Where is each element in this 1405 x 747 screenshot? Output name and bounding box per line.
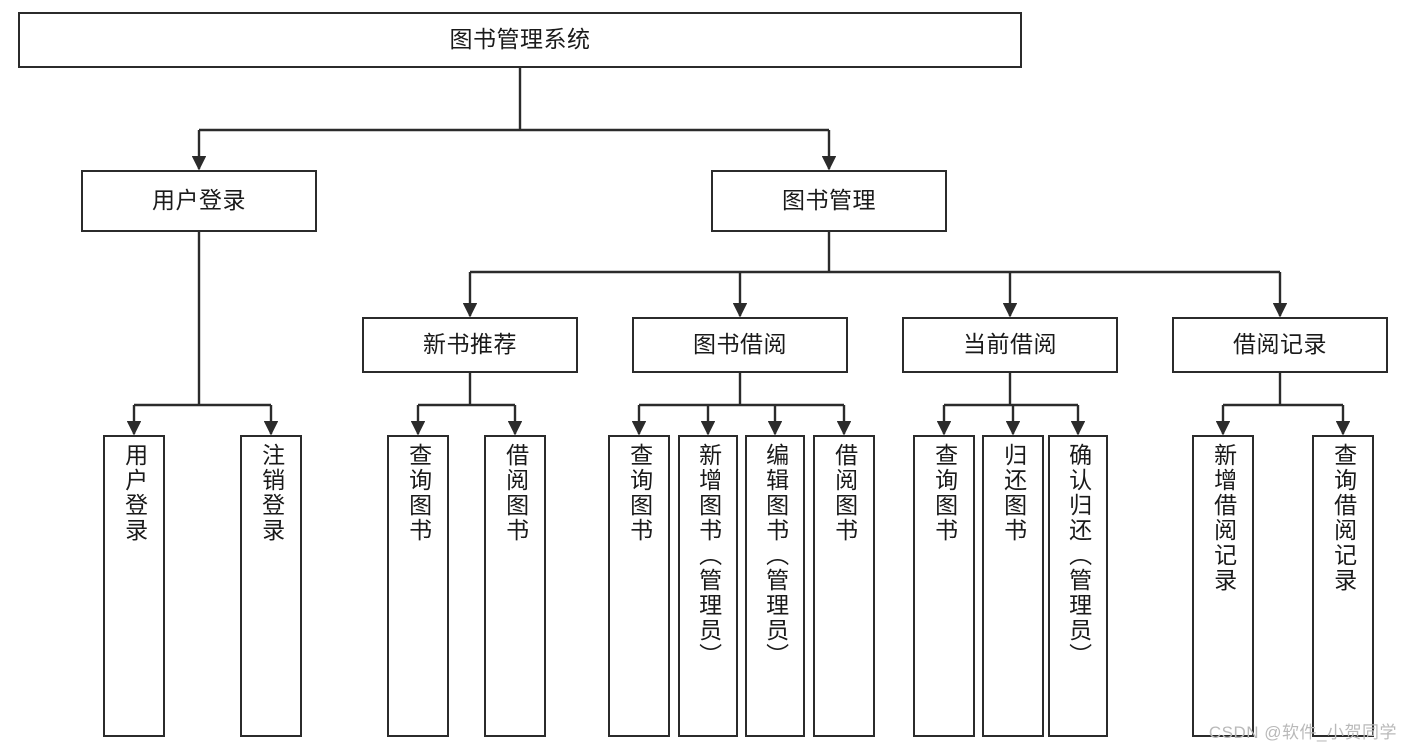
node-label: 查询图书 — [626, 443, 653, 543]
node-label: 图书借阅 — [693, 331, 787, 358]
node-bookmgmt[interactable]: 图书管理 — [711, 170, 947, 232]
node-leaf-cur-return[interactable]: 归还图书 — [982, 435, 1044, 737]
node-records[interactable]: 借阅记录 — [1172, 317, 1388, 373]
node-label: 借阅图书 — [831, 443, 858, 543]
node-label: 查询图书 — [931, 443, 958, 543]
node-label: 新书推荐 — [423, 331, 517, 358]
node-label: 编辑图书（管理员） — [762, 443, 789, 668]
node-leaf-user-logout[interactable]: 注销登录 — [240, 435, 302, 737]
node-root[interactable]: 图书管理系统 — [18, 12, 1022, 68]
node-leaf-new-query[interactable]: 查询图书 — [387, 435, 449, 737]
node-leaf-user-login[interactable]: 用户登录 — [103, 435, 165, 737]
node-label: 查询图书 — [405, 443, 432, 543]
node-leaf-rec-add[interactable]: 新增借阅记录 — [1192, 435, 1254, 737]
watermark-text: CSDN @软件_小贺同学 — [1208, 723, 1397, 742]
node-leaf-borrow-add[interactable]: 新增图书（管理员） — [678, 435, 738, 737]
node-borrow[interactable]: 图书借阅 — [632, 317, 848, 373]
node-label: 新增借阅记录 — [1210, 443, 1237, 593]
node-label: 图书管理系统 — [449, 26, 591, 53]
node-label: 确认归还（管理员） — [1065, 443, 1092, 668]
node-leaf-borrow-lend[interactable]: 借阅图书 — [813, 435, 875, 737]
node-current[interactable]: 当前借阅 — [902, 317, 1118, 373]
node-leaf-borrow-edit[interactable]: 编辑图书（管理员） — [745, 435, 805, 737]
node-label: 图书管理 — [782, 187, 876, 214]
node-newbook[interactable]: 新书推荐 — [362, 317, 578, 373]
node-leaf-borrow-query[interactable]: 查询图书 — [608, 435, 670, 737]
node-leaf-cur-query[interactable]: 查询图书 — [913, 435, 975, 737]
node-label: 查询借阅记录 — [1330, 443, 1357, 593]
node-leaf-new-borrow[interactable]: 借阅图书 — [484, 435, 546, 737]
node-label: 注销登录 — [258, 443, 285, 543]
node-login[interactable]: 用户登录 — [81, 170, 317, 232]
node-label: 归还图书 — [1000, 443, 1027, 543]
node-label: 借阅记录 — [1233, 331, 1327, 358]
node-label: 当前借阅 — [963, 331, 1057, 358]
node-label: 用户登录 — [121, 443, 148, 543]
node-label: 用户登录 — [152, 187, 246, 214]
node-leaf-cur-confirm[interactable]: 确认归还（管理员） — [1048, 435, 1108, 737]
node-label: 新增图书（管理员） — [695, 443, 722, 668]
node-label: 借阅图书 — [502, 443, 529, 543]
node-leaf-rec-query[interactable]: 查询借阅记录 — [1312, 435, 1374, 737]
